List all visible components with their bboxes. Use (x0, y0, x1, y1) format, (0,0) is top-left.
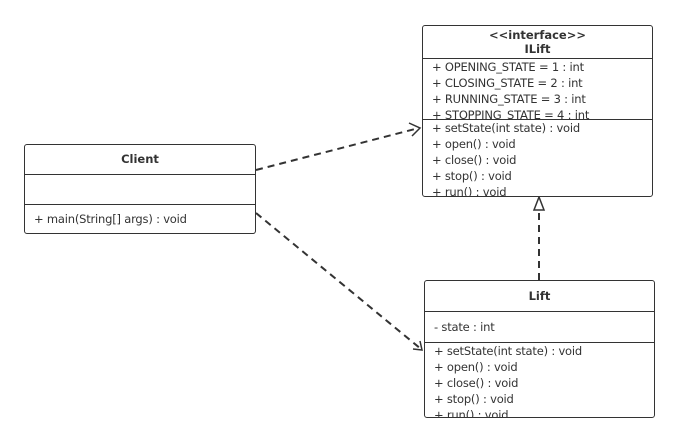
attribute: + OPENING_STATE = 1 : int (432, 60, 584, 74)
triangle-hollow-icon (532, 194, 546, 211)
method: + main(String[] args) : void (34, 212, 187, 226)
method: + setState(int state) : void (432, 121, 580, 135)
arrowhead-open-icon (412, 340, 423, 351)
dependency-client-lift (255, 212, 422, 350)
stereotype: <<interface>> (488, 28, 587, 42)
methods-section: + setState(int state) : void + open() : … (423, 119, 652, 196)
methods-section: + main(String[] args) : void (25, 204, 255, 233)
attributes-section: + OPENING_STATE = 1 : int + CLOSING_STAT… (423, 58, 652, 119)
method: + stop() : void (434, 392, 514, 406)
attributes-section (25, 174, 255, 204)
method: + stop() : void (432, 169, 512, 183)
methods-section: + setState(int state) : void + open() : … (425, 342, 654, 418)
attribute: + STOPPING_STATE = 4 : int (432, 108, 590, 119)
class-header: <<interface>> ILift (423, 26, 652, 58)
dependency-client-ilift (255, 127, 420, 171)
method: + close() : void (434, 376, 519, 390)
class-lift[interactable]: Lift - state : int + setState(int state)… (424, 280, 655, 418)
arrowhead-open-icon (408, 122, 422, 137)
class-name: ILift (524, 42, 551, 56)
method: + setState(int state) : void (434, 344, 582, 358)
method: + run() : void (434, 408, 509, 418)
class-header: Lift (425, 281, 654, 311)
method: + run() : void (432, 185, 507, 196)
class-name: Lift (528, 289, 551, 303)
attribute: - state : int (434, 320, 495, 334)
class-client[interactable]: Client + main(String[] args) : void (24, 144, 256, 234)
class-name: Client (121, 152, 159, 166)
attribute: + RUNNING_STATE = 3 : int (432, 92, 586, 106)
method: + open() : void (432, 137, 516, 151)
attribute: + CLOSING_STATE = 2 : int (432, 76, 583, 90)
method: + close() : void (432, 153, 517, 167)
class-header: Client (25, 145, 255, 174)
class-ilift[interactable]: <<interface>> ILift + OPENING_STATE = 1 … (422, 25, 653, 197)
method: + open() : void (434, 360, 518, 374)
attributes-section: - state : int (425, 311, 654, 342)
